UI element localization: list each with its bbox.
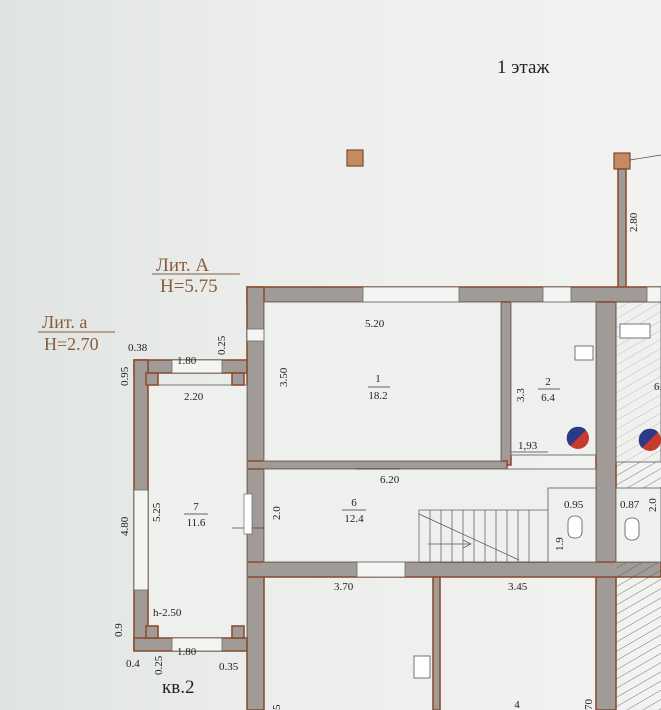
window-bottom-6 [356,561,406,578]
dim-5-20: 5.20 [365,318,385,330]
room-2-area: 6.4 [541,392,555,404]
lit-a-upper-name: Лит. А [156,255,209,276]
dim-bottom-70: 70 [583,699,595,710]
room-1 [263,301,502,462]
sink-icon [574,345,594,361]
dim-veranda-5-25: 5.25 [151,502,163,522]
dim-bottom-5: 5 [271,704,283,710]
veranda [133,359,248,652]
door-7-6-frame [243,493,253,535]
lit-a-lower-height: H=2.70 [44,334,99,354]
dim-veranda-2-20: 2.20 [184,391,204,403]
room-7-area: 11.6 [187,517,206,529]
window-top-3 [646,286,661,303]
dim-2-0: 2.0 [271,506,283,520]
dim-1-9: 1.9 [554,537,566,551]
dim-1-93: 1,93 [518,440,538,452]
partial-room-area: 6. [654,381,661,393]
room-4-number: 4 [514,699,520,710]
dim-3-3: 3.3 [515,388,527,402]
marker-square-right [613,152,631,170]
dim-veranda-0-95: 0.95 [119,366,131,386]
dim-2-80: 2.80 [628,212,640,232]
dim-2-0-right: 2.0 [647,498,659,512]
dim-veranda-1-80-bottom: 1.80 [177,646,197,658]
dim-3-45: 3.45 [508,581,528,593]
toilet-icon [567,515,583,539]
dim-veranda-h: h-2.50 [153,607,182,619]
toilet-icon-2 [624,517,640,541]
room-7-number: 7 [193,501,199,513]
dim-veranda-0-4: 0.4 [126,658,140,670]
window-top-1 [362,286,460,303]
dim-veranda-0-25-top: 0.25 [216,335,228,355]
room-6-number: 6 [351,497,357,509]
dim-3-50: 3.50 [278,367,290,387]
floor-label: 1 этаж [497,57,550,78]
dim-veranda-0-35: 0.35 [219,661,239,673]
lit-a-upper-height: H=5.75 [160,276,218,297]
sink-icon-2 [413,655,431,679]
marker-square-left [346,149,364,167]
boiler-icon [566,426,589,449]
room-6-area: 12.4 [344,513,364,525]
window-top-2 [542,286,572,303]
dim-veranda-0-9: 0.9 [113,623,125,637]
window-left [246,328,265,342]
sink-icon-3 [619,323,651,339]
dim-veranda-0-25-bottom: 0.25 [153,655,165,675]
dim-veranda-1-80-top: 1.80 [177,355,197,367]
room-1-area: 18.2 [368,390,387,402]
lit-a-lower-name: Лит. а [42,312,87,332]
dim-veranda-4-80: 4.80 [119,516,131,536]
dim-veranda-0-38: 0.38 [128,342,148,354]
boiler-icon-2 [638,428,661,451]
column [617,168,627,290]
dim-6-20: 6.20 [380,474,400,486]
room-2-number: 2 [545,376,551,388]
dim-3-70: 3.70 [334,581,354,593]
room-1-number: 1 [375,373,381,385]
dim-0-95-right: 0.95 [564,499,584,511]
staircase [418,509,550,563]
apartment-label: кв.2 [162,677,194,698]
dim-0-87: 0.87 [620,499,640,511]
